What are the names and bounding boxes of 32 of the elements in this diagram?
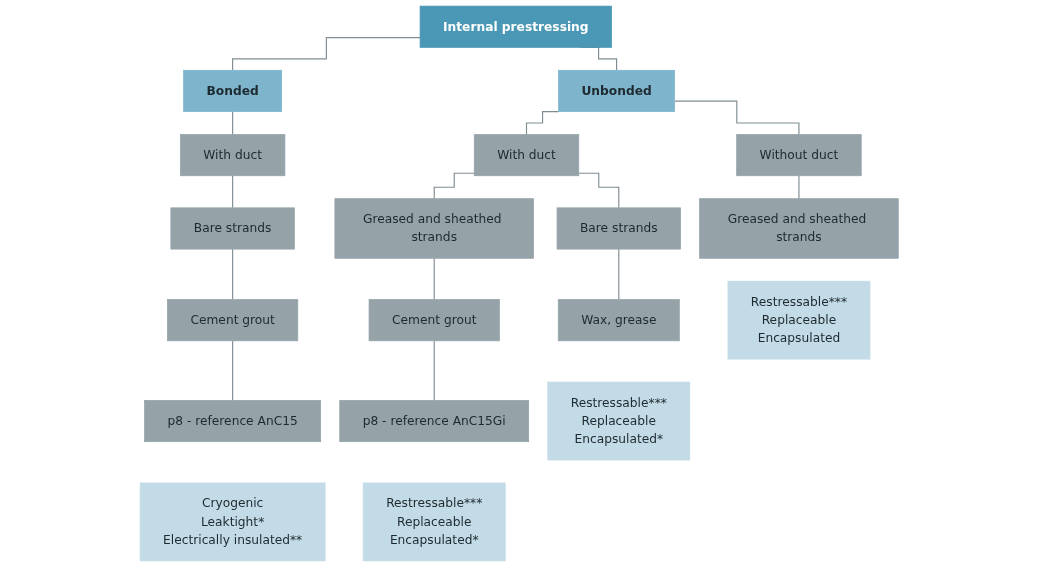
node-box: Restressable*** Replaceable Encapsulated xyxy=(727,280,871,360)
connector xyxy=(798,175,800,200)
node-box: Greased and sheathed strands xyxy=(699,198,899,259)
node-box: Unbonded xyxy=(558,69,676,112)
node-box: Bonded xyxy=(183,69,283,112)
node-box: p8 - reference AnC15Gi xyxy=(339,400,530,443)
connector xyxy=(232,111,234,136)
node-box: With duct xyxy=(474,134,580,177)
connector xyxy=(232,248,234,301)
node-box: Cement grout xyxy=(167,299,299,342)
connector xyxy=(232,340,234,401)
node-box: p8 - reference AnC15 xyxy=(144,400,322,443)
connector xyxy=(433,340,436,401)
connector xyxy=(578,172,620,209)
node-box: Cryogenic Leaktight* Electrically insulated** xyxy=(140,482,326,562)
node-box: Bare strands xyxy=(556,207,682,250)
node-box: Cement grout xyxy=(369,299,501,342)
node-box: Without duct xyxy=(736,134,862,177)
node-box: Greased and sheathed strands xyxy=(334,198,535,259)
connector xyxy=(433,257,436,301)
connector xyxy=(618,248,620,301)
node-box: Restressable*** Replaceable Encapsulated* xyxy=(547,381,691,461)
node-box: Restressable*** Replaceable Encapsulated* xyxy=(363,482,506,562)
node-box: With duct xyxy=(180,134,286,177)
node-box: Wax, grease xyxy=(558,299,680,342)
connector xyxy=(433,172,476,200)
connector xyxy=(674,100,800,136)
connector xyxy=(526,111,560,136)
connector xyxy=(232,37,421,71)
node-box: Internal prestressing xyxy=(420,5,613,48)
connector xyxy=(232,175,234,209)
node-box: Bare strands xyxy=(170,207,296,250)
